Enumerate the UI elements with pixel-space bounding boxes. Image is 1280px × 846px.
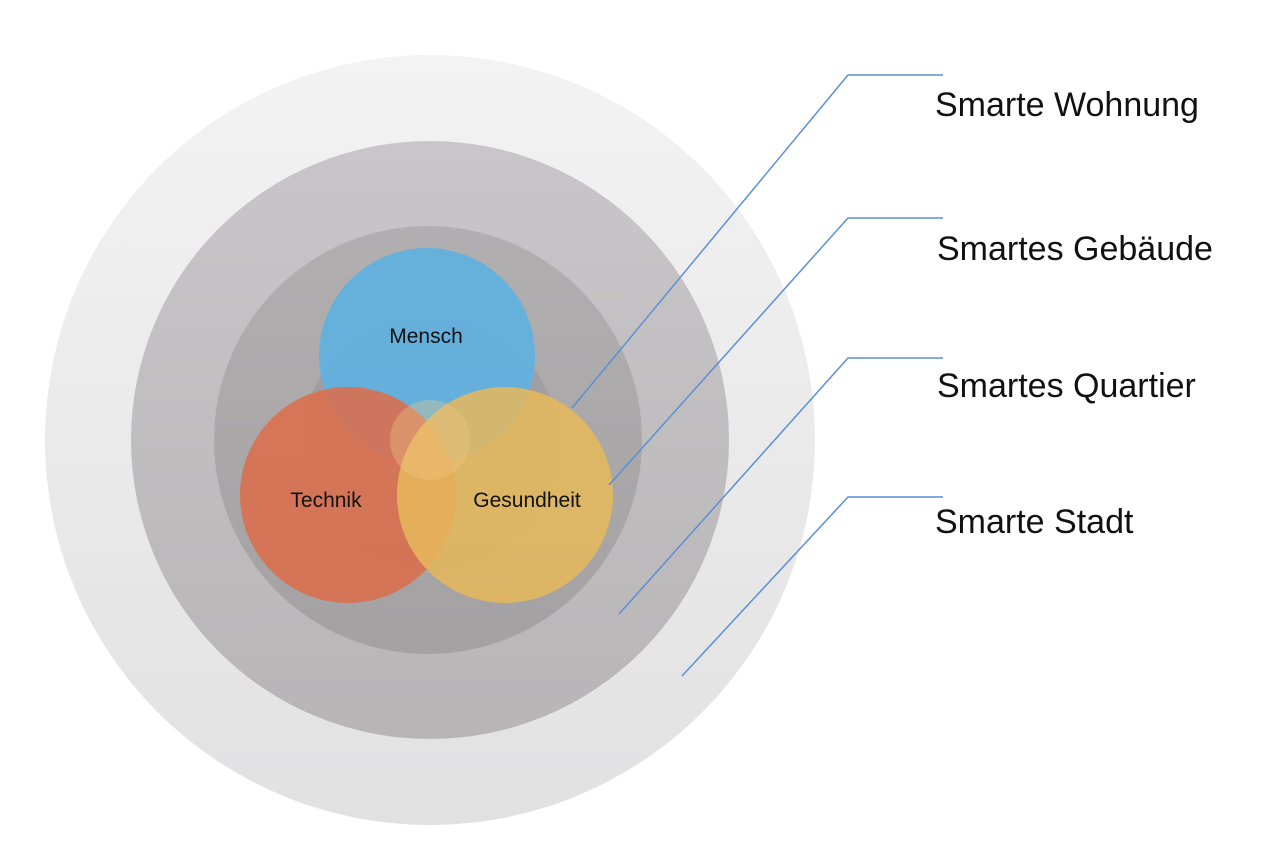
level-label-smarte-wohnung: Smarte Wohnung: [935, 86, 1199, 124]
leader-line-smartes-quartier: [618, 357, 943, 615]
leader-line-smarte-wohnung: [571, 74, 943, 409]
level-label-smartes-gebaeude: Smartes Gebäude: [937, 230, 1213, 268]
level-label-smartes-quartier: Smartes Quartier: [937, 367, 1196, 405]
venn-label-technik: Technik: [290, 489, 362, 512]
venn-label-gesundheit: Gesundheit: [473, 489, 581, 512]
leader-line-smartes-gebaeude: [608, 217, 943, 486]
venn-circle-gesundheit: [397, 387, 613, 603]
level-label-smarte-stadt: Smarte Stadt: [935, 503, 1134, 541]
venn-center-overlap: [390, 400, 470, 480]
venn-label-mensch: Mensch: [389, 325, 463, 348]
leader-line-smarte-stadt: [681, 496, 943, 677]
venn-circle-technik: [240, 387, 456, 603]
